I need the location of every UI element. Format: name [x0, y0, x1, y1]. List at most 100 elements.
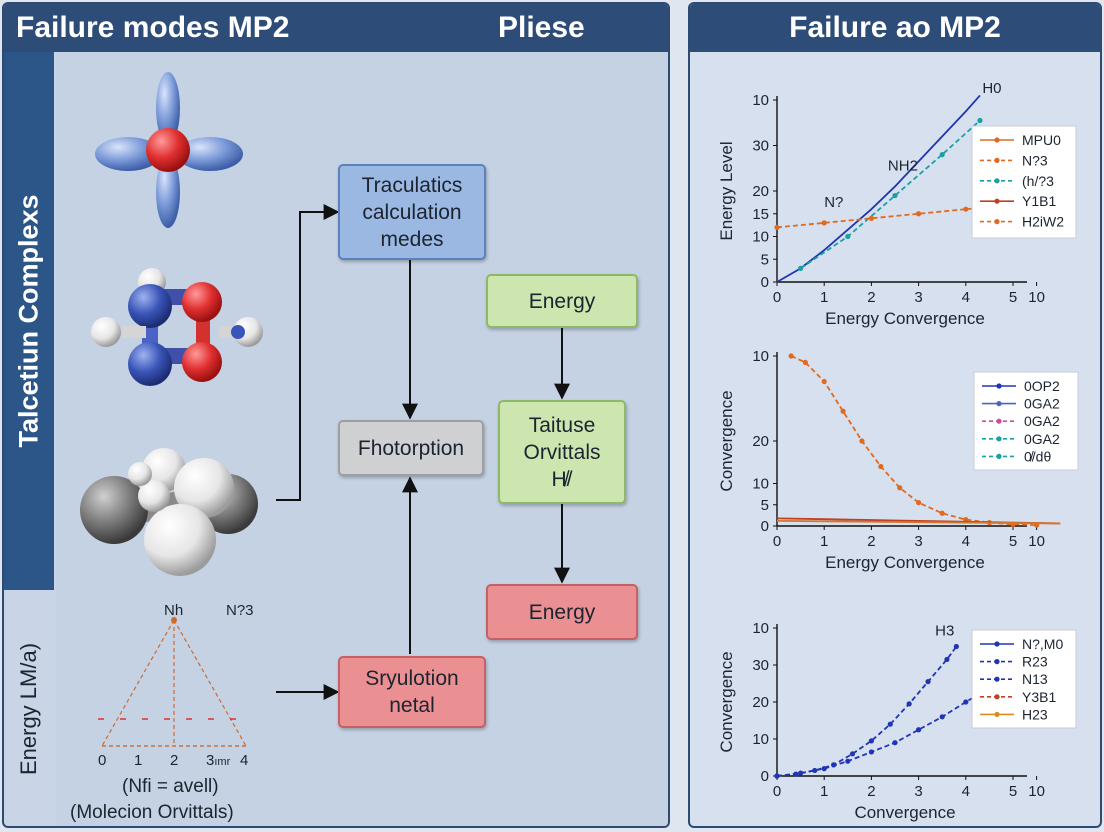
- molecule-ring: [91, 268, 263, 386]
- x-tick-label: 3: [914, 783, 922, 800]
- x-tick-label: 5: [1009, 289, 1017, 306]
- x-tick-label: 10: [1028, 783, 1045, 800]
- y-tick-label: 0: [761, 768, 769, 785]
- chart-annotation: H0: [982, 80, 1001, 97]
- x-tick-label: 3: [914, 289, 922, 306]
- data-point: [868, 738, 874, 744]
- data-point: [821, 766, 827, 772]
- legend-marker: [994, 157, 1000, 163]
- legend-entry: 0GA2: [1024, 431, 1060, 447]
- data-point: [859, 438, 865, 444]
- legend-entry: R23: [1022, 654, 1048, 670]
- mo-side-label: N?3: [226, 602, 254, 619]
- x-tick-label: 2: [867, 783, 875, 800]
- box-traculatics-line-3: medes: [380, 227, 444, 251]
- legend-entry: N13: [1022, 671, 1048, 687]
- legend-marker: [996, 418, 1002, 424]
- y-tick-label: 20: [752, 694, 769, 711]
- legend-marker: [994, 178, 1000, 184]
- x-axis-label: Energy Convergence: [825, 309, 985, 328]
- y-tick-label: 10: [752, 731, 769, 748]
- legend-entry: H2iW2: [1022, 214, 1064, 230]
- y-tick-label: 30: [752, 657, 769, 674]
- box-sryulotion: Sryulotion netal: [338, 656, 486, 728]
- data-point: [963, 206, 969, 212]
- y-tick-label: 0: [761, 518, 769, 535]
- y-tick-label: 15: [752, 206, 769, 223]
- data-point: [868, 215, 874, 221]
- y-tick-label: 5: [761, 497, 769, 514]
- data-point: [788, 353, 794, 359]
- legend-marker: [996, 401, 1002, 407]
- molecule-octahedral: [95, 72, 243, 228]
- data-point: [897, 485, 903, 491]
- x-tick-label: 5: [1009, 533, 1017, 550]
- box-energy-bottom: Energy: [486, 584, 638, 640]
- series-line: [776, 690, 986, 777]
- box-sryulotion-line-2: netal: [389, 694, 435, 717]
- mo-tick-3-value: 3: [206, 752, 215, 769]
- legend-entry: 0OP2: [1024, 378, 1060, 394]
- mo-tick-3: 3ımr: [206, 752, 230, 769]
- data-point: [916, 500, 922, 506]
- data-point: [821, 220, 827, 226]
- legend-entry: Y1B1: [1022, 193, 1056, 209]
- x-axis-label: Energy Convergence: [825, 553, 985, 572]
- arrow-molecules-to-calculation: [276, 204, 340, 501]
- data-point: [892, 740, 898, 746]
- legend-entry: 0GA2: [1024, 413, 1060, 429]
- legend-marker: [994, 198, 1000, 204]
- data-point: [939, 152, 945, 158]
- data-point: [887, 721, 893, 727]
- data-point: [845, 758, 851, 764]
- data-point: [916, 727, 922, 733]
- data-point: [944, 656, 950, 663]
- chart-annotation: N?: [824, 194, 843, 211]
- x-tick-label: 1: [820, 289, 828, 306]
- chart-annotation: H3: [935, 622, 954, 639]
- box-fhotorption: Fhotorption: [338, 420, 484, 476]
- box-fhotorption-label: Fhotorption: [357, 436, 465, 460]
- legend-box: [971, 125, 1077, 239]
- legend-marker: [996, 383, 1002, 389]
- legend-marker: [994, 641, 1000, 647]
- series-line: [776, 94, 981, 283]
- data-point: [868, 749, 874, 755]
- y-tick-label: 10: [752, 348, 769, 365]
- data-point: [953, 643, 959, 650]
- right-panel-title: Failure ao MP2: [789, 11, 1001, 44]
- left-panel-header: Failure modes MP2 Pliese: [4, 4, 668, 52]
- legend-entry: H23: [1022, 706, 1048, 722]
- y-tick-label: 5: [761, 251, 769, 268]
- data-point: [906, 701, 912, 707]
- chart-annotation: NH2: [888, 158, 918, 175]
- y-tick-label: 10: [752, 476, 769, 493]
- molecule-spheres: [80, 448, 258, 576]
- legend-entry: 0̸/dθ: [1024, 448, 1051, 464]
- y-tick-label: 10: [752, 229, 769, 246]
- box-energy-bottom-label: Energy: [528, 600, 596, 624]
- legend-marker: [994, 694, 1000, 700]
- box-sryulotion-line-1: Sryulotion: [365, 667, 459, 690]
- x-tick-label: 0: [773, 289, 781, 306]
- x-tick-label: 3: [914, 533, 922, 550]
- data-point: [963, 699, 969, 705]
- legend-entry: 0GA2: [1024, 396, 1060, 412]
- legend-entry: N?3: [1022, 152, 1048, 168]
- data-point: [798, 770, 804, 776]
- legend-marker: [994, 711, 1000, 717]
- x-tick-label: 4: [962, 783, 970, 800]
- data-point: [840, 408, 846, 414]
- box-taituse-line-1: Taituse: [528, 413, 596, 437]
- y-tick-label: 10: [752, 92, 769, 109]
- series-line: [776, 520, 1061, 525]
- y-axis-label: Convergence: [717, 651, 736, 752]
- x-tick-label: 1: [820, 783, 828, 800]
- data-point: [821, 378, 827, 385]
- data-point: [812, 767, 818, 774]
- box-taituse-line-3: H̸/: [551, 467, 573, 491]
- x-tick-label: 10: [1028, 289, 1045, 306]
- mo-diagram: [98, 617, 248, 747]
